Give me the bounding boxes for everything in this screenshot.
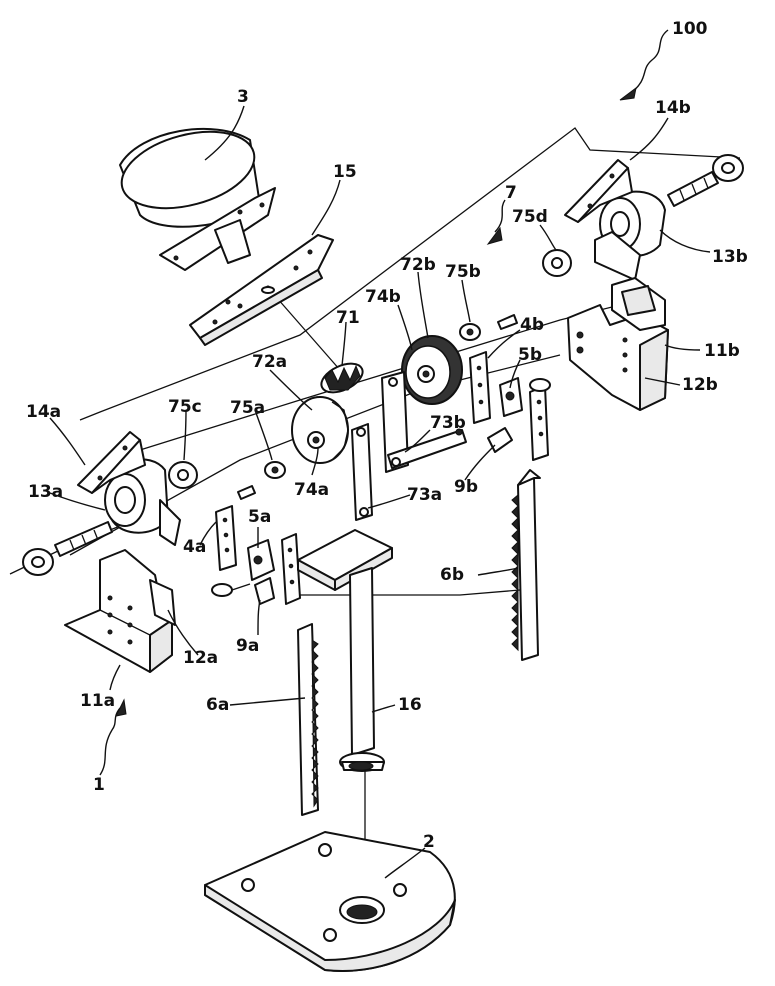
label-16: 16 [398, 695, 422, 715]
guide-bar-4a [216, 506, 236, 570]
rack-6b [512, 470, 540, 660]
label-71: 71 [336, 308, 360, 328]
label-4b: 4b [520, 315, 544, 335]
reference-1-arrow [100, 700, 126, 775]
label-75b: 75b [445, 262, 481, 282]
housing-13b [595, 192, 665, 280]
label-5b: 5b [518, 345, 542, 365]
label-9b: 9b [454, 477, 478, 497]
label-5a: 5a [248, 507, 271, 527]
label-13b: 13b [712, 247, 748, 267]
label-73b: 73b [430, 413, 466, 433]
label-13a: 13a [28, 482, 63, 502]
label-1: 1 [93, 775, 105, 795]
label-72b: 72b [400, 255, 436, 275]
guide-bar-right-outer [530, 386, 548, 460]
label-11a: 11a [80, 691, 115, 711]
reference-7-arrow [488, 200, 505, 244]
label-2: 2 [423, 832, 435, 852]
label-14a: 14a [26, 402, 61, 422]
link-9a [212, 578, 274, 604]
gear-72a [292, 397, 348, 463]
right-shaft [668, 155, 743, 206]
base-plate [205, 832, 455, 971]
label-72a: 72a [252, 352, 287, 372]
label-11b: 11b [704, 341, 740, 361]
label-75c: 75c [168, 397, 202, 417]
bearing-75b [460, 324, 480, 340]
vertical-column-16 [340, 568, 384, 771]
bearing-75c [169, 462, 197, 488]
label-75d: 75d [512, 207, 548, 227]
bearing-75a [265, 462, 285, 478]
reference-100 [620, 30, 668, 100]
label-74a: 74a [294, 480, 329, 500]
label-3: 3 [237, 87, 249, 107]
bearing-75d [543, 250, 571, 276]
rack-6a [298, 624, 318, 815]
label-6a: 6a [206, 695, 229, 715]
label-100: 100 [672, 19, 708, 39]
label-12a: 12a [183, 648, 218, 668]
label-75a: 75a [230, 398, 265, 418]
label-14b: 14b [655, 98, 691, 118]
label-4a: 4a [183, 537, 206, 557]
label-12b: 12b [682, 375, 718, 395]
guide-bar-4b [470, 352, 490, 423]
central-plate [298, 530, 392, 590]
label-74b: 74b [365, 287, 401, 307]
label-15: 15 [333, 162, 357, 182]
linkage-plate-73a [352, 424, 372, 520]
left-shaft [23, 522, 112, 575]
label-6b: 6b [440, 565, 464, 585]
slider-5a [248, 540, 274, 580]
label-9a: 9a [236, 636, 259, 656]
label-73a: 73a [407, 485, 442, 505]
label-7: 7 [505, 183, 517, 203]
motor [113, 119, 275, 270]
